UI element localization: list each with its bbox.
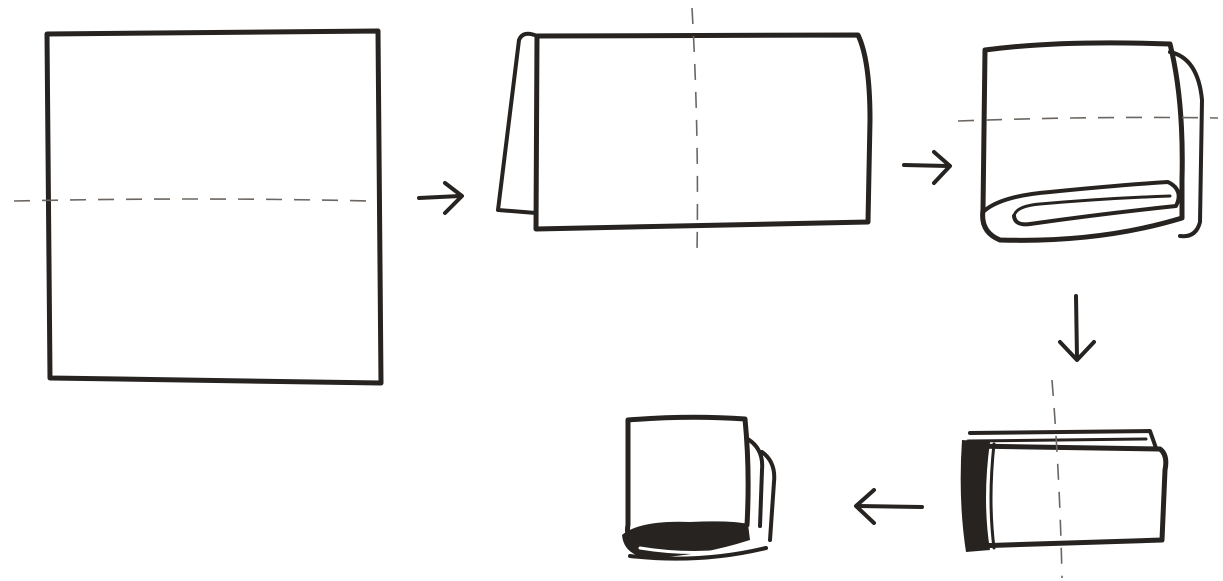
step-2-outline: [533, 32, 873, 232]
step-3-back-layer: [1168, 50, 1204, 239]
step-4-top-layers: [968, 429, 1158, 450]
step-3-quarter-fold: [957, 40, 1219, 243]
arrow-left-4: [854, 488, 924, 525]
step-4-eighth-fold: [960, 379, 1169, 579]
step-3-roll-inner: [1012, 194, 1172, 218]
step-3-roll-outer: [981, 180, 1181, 227]
step-2-fold-line: [691, 7, 699, 253]
step-5-back-layers: [744, 436, 765, 528]
step-4-outline: [969, 443, 1169, 549]
step-4-fold-line: [1051, 379, 1063, 579]
step-1-square-sheet: [13, 28, 384, 386]
arrow-right-2: [902, 150, 952, 185]
step-3-outline: [980, 40, 1185, 243]
step-2-back-flap: [496, 31, 539, 215]
step-1-fold-line: [13, 198, 369, 202]
step-1-outline: [44, 28, 384, 386]
arrow-right-1: [417, 181, 464, 215]
step-4-folded-edge: [960, 440, 990, 552]
arrow-down-3: [1058, 294, 1096, 362]
step-5-final-fold: [622, 414, 777, 561]
step-2-half-fold: [496, 7, 873, 253]
step-3-fold-line: [957, 116, 1219, 122]
